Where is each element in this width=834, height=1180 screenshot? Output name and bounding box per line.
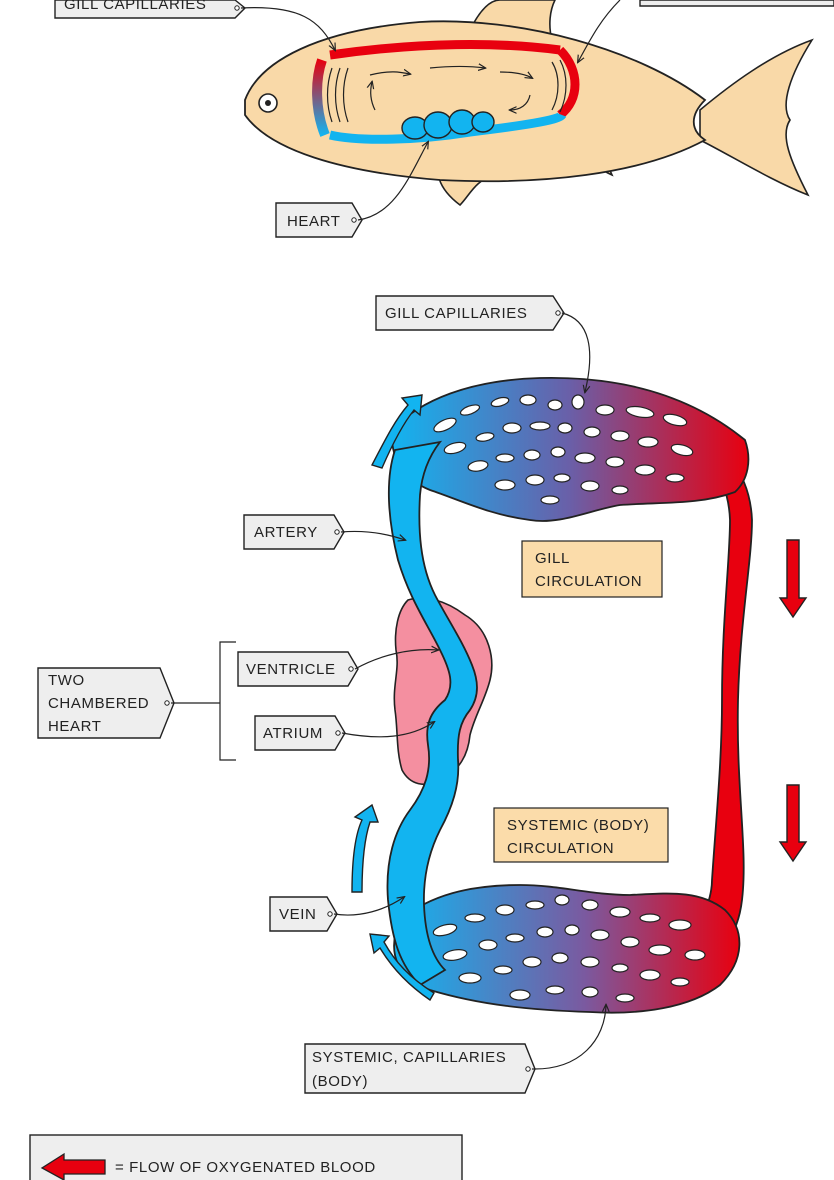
- fish-label-heart: HEART: [275, 142, 428, 238]
- fish-oxygenated-vessel: [329, 40, 561, 60]
- atrium-text: ATRIUM: [263, 725, 323, 742]
- label-systemic-capillaries: SYSTEMIC, CAPILLARIES (BODY): [304, 1005, 606, 1094]
- fish-vessel-right: [556, 46, 580, 119]
- legend-red-arrow-icon: [40, 1152, 106, 1180]
- ventricle-text: VENTRICLE: [246, 661, 336, 678]
- systemic-capillaries-text-1: SYSTEMIC, CAPILLARIES: [312, 1049, 506, 1066]
- systemic-circulation-box: SYSTEMIC (BODY) CIRCULATION: [493, 807, 669, 863]
- label-atrium: ATRIUM: [254, 715, 434, 751]
- label-two-chambered-heart: TWO CHAMBERED HEART: [37, 641, 236, 761]
- label-vein: VEIN: [269, 897, 404, 932]
- systemic-capillaries-text-2: (BODY): [312, 1073, 368, 1090]
- two-chambered-heart-text-2: CHAMBERED: [48, 695, 149, 712]
- gill-capillary-holes: [433, 394, 694, 505]
- gill-circulation-text-2: CIRCULATION: [535, 573, 642, 590]
- label-artery: ARTERY: [243, 514, 405, 550]
- deoxygenated-flow-arrows: [351, 394, 435, 1002]
- fish-heart: [401, 109, 495, 140]
- gill-capillaries-text: GILL CAPILLARIES: [385, 305, 527, 322]
- systemic-circulation-text-1: SYSTEMIC (BODY): [507, 817, 649, 834]
- label-ventricle: VENTRICLE: [237, 650, 438, 687]
- fish-label-gill-capillaries: GILL CAPILLARIES: [54, 0, 335, 50]
- artery-text: ARTERY: [254, 524, 318, 541]
- systemic-capillary-holes: [432, 894, 706, 1003]
- fish-heart-text: HEART: [287, 213, 341, 230]
- fish-label-top-right: [578, 0, 834, 62]
- gill-circulation-box: GILL CIRCULATION: [521, 540, 663, 598]
- deoxygenated-vessel-left: [386, 440, 478, 987]
- legend: = FLOW OF OXYGENATED BLOOD: [29, 1134, 463, 1180]
- oxygenated-flow-arrows: [778, 539, 808, 863]
- legend-oxygenated-text: = FLOW OF OXYGENATED BLOOD: [115, 1159, 376, 1176]
- fish-gill-capillaries-text: GILL CAPILLARIES: [64, 0, 206, 13]
- label-gill-capillaries: GILL CAPILLARIES: [375, 295, 590, 392]
- gill-capillary-bed: [391, 376, 750, 522]
- fish-tail: [699, 38, 814, 197]
- gill-circulation-text-1: GILL: [535, 550, 570, 567]
- vein-text: VEIN: [279, 906, 316, 923]
- fish: GILL CAPILLARIES HEART: [54, 0, 834, 238]
- fish-gill-left: [312, 58, 330, 137]
- circulation-diagram: GILL CIRCULATION SYSTEMIC (BODY) CIRCULA…: [37, 295, 808, 1094]
- two-chambered-heart-text-3: HEART: [48, 718, 102, 735]
- systemic-circulation-text-2: CIRCULATION: [507, 840, 614, 857]
- two-chambered-heart-text-1: TWO: [48, 672, 85, 689]
